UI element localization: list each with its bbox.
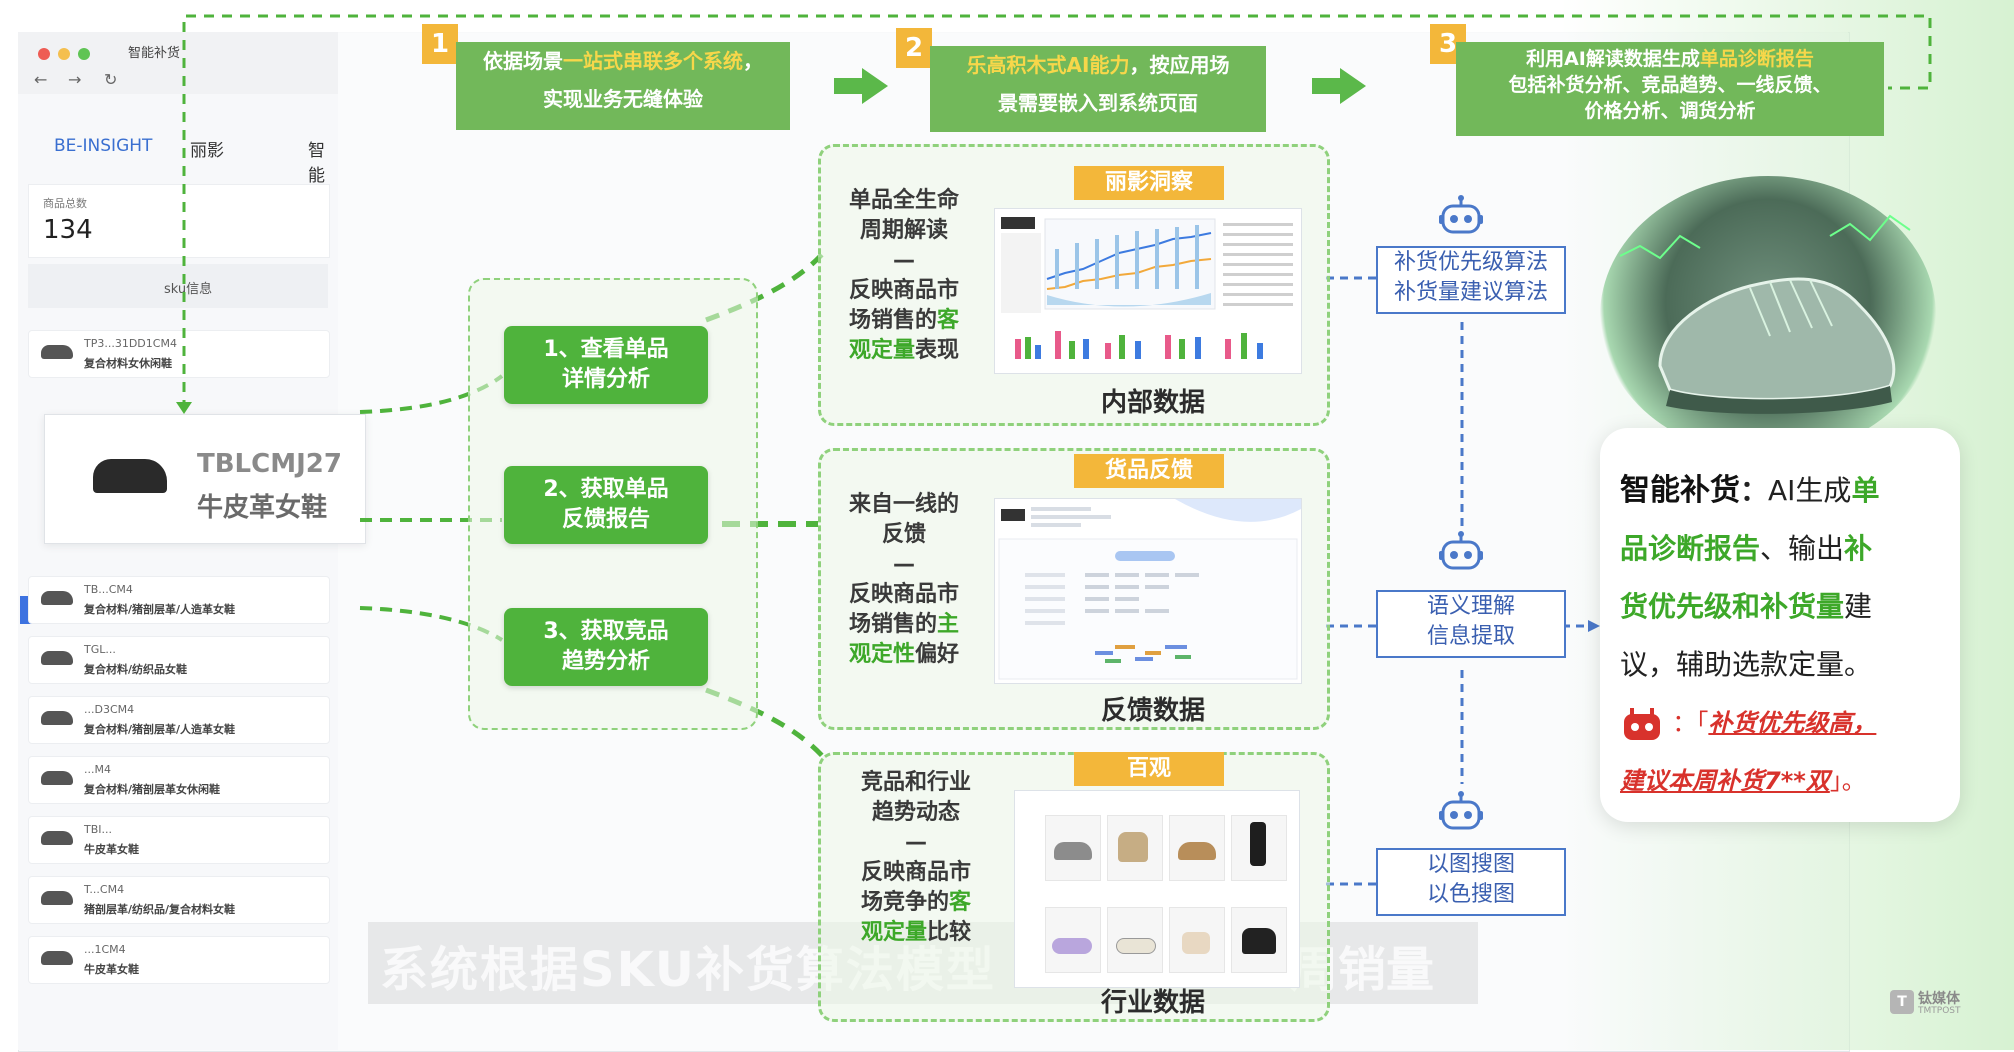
shoe-icon [41, 831, 73, 845]
product-card [1231, 907, 1287, 973]
shoe-icon [41, 591, 73, 605]
ai-bot-red-icon [1620, 704, 1664, 744]
industry-data-thumbnail [1014, 790, 1300, 988]
sku-row[interactable]: TGL...复合材料/纺织品女鞋 [28, 636, 330, 684]
back-arrow-icon[interactable]: ← [34, 70, 48, 89]
tag-liying-insight: 丽影洞察 [1074, 166, 1224, 200]
total-card: 商品总数 134 [28, 184, 330, 258]
smart-replenish-result-card [1600, 428, 1960, 822]
product-card [1169, 815, 1225, 881]
minimize-dot-icon[interactable] [58, 48, 70, 60]
caption-industry-data: 行业数据 [1100, 988, 1205, 1018]
industry-data-desc: 竞品和行业 趋势动态 — 反映商品市 场竞争的客 观定量比较 [860, 770, 972, 945]
caption-internal-data: 内部数据 [1100, 388, 1205, 418]
watermark-subtext: TMTPOST [1918, 1006, 1961, 1016]
brand-logo: BE-INSIGHT [54, 136, 153, 156]
step-arrow [1312, 78, 1342, 94]
right-arrow-icon [1340, 68, 1366, 104]
brand-sub: 丽影 [190, 141, 224, 161]
close-dot-icon[interactable] [38, 48, 50, 60]
step-2-number: 2 [896, 28, 932, 68]
step-1-number: 1 [422, 24, 458, 64]
browser-tab-title[interactable]: 智能补货 [128, 46, 181, 61]
caption-feedback-data: 反馈数据 [1100, 696, 1205, 726]
shoe-icon [41, 711, 73, 725]
replenish-algorithm-box: 补货优先级算法补货量建议算法 [1376, 246, 1566, 314]
task-view-detail-button[interactable]: 1、查看单品详情分析 [504, 326, 708, 404]
semantic-algorithm-box: 语义理解信息提取 [1376, 590, 1566, 658]
reload-icon[interactable]: ↻ [104, 70, 118, 89]
forward-arrow-icon[interactable]: → [68, 70, 82, 89]
sneaker-icon [1619, 214, 1911, 414]
tmtpost-logo-icon: T [1890, 990, 1914, 1014]
shoe-icon [41, 345, 73, 359]
tag-baiguan: 百观 [1074, 752, 1224, 786]
step-1-box: 依据场景一站式串联多个系统， 实现业务无缝体验 [456, 42, 790, 130]
right-arrow-icon [1588, 620, 1600, 632]
down-arrow-icon [176, 402, 192, 414]
internal-data-desc: 单品全生命 周期解读 — 反映商品市 场销售的客 观定量表现 [848, 188, 960, 363]
product-card [1231, 815, 1287, 881]
shoe-icon [41, 771, 73, 785]
tag-goods-feedback: 货品反馈 [1074, 454, 1224, 488]
feedback-data-desc: 来自一线的 反馈 — 反映商品市 场销售的主 观定性偏好 [848, 492, 960, 667]
featured-sku-card[interactable]: TBLCMJ27 牛皮革女鞋 [44, 414, 366, 544]
shoe-icon [41, 651, 73, 665]
ai-shoe-illustration [1600, 176, 1936, 456]
step-arrow [834, 78, 864, 94]
result-text: 智能补货：AI生成单 品诊断报告、输出补 货优先级和补货量建 议，辅助选款定量。… [1620, 473, 1880, 795]
total-label: 商品总数 [43, 197, 87, 210]
featured-code: TBLCMJ27 [197, 449, 342, 479]
browser-tab-bar: 智能补货 ← → ↻ [18, 32, 338, 95]
right-arrow-icon [862, 68, 888, 104]
watermark-text: 钛媒体 [1918, 991, 1960, 1007]
feedback-page-thumbnail [998, 499, 1301, 680]
feedback-data-thumbnail [994, 498, 1302, 684]
total-value: 134 [43, 215, 93, 245]
product-card [1045, 815, 1101, 881]
shoe-icon [41, 951, 73, 965]
shoe-icon [41, 891, 73, 905]
robot-icon [1439, 791, 1483, 830]
image-search-algorithm-box: 以图搜图以色搜图 [1376, 848, 1566, 916]
robot-icon [1439, 195, 1483, 234]
product-card [1169, 907, 1225, 973]
task-feedback-report-button[interactable]: 2、获取单品反馈报告 [504, 466, 708, 544]
dashboard-chart-thumbnail [1001, 217, 1293, 359]
shoe-icon [93, 459, 167, 493]
sku-header: sku信息 [28, 264, 328, 308]
step-2-box: 乐高积木式AI能力，按应用场 景需要嵌入到系统页面 [930, 46, 1266, 132]
maximize-dot-icon[interactable] [78, 48, 90, 60]
robot-icon [1439, 531, 1483, 570]
product-card [1045, 907, 1101, 973]
step-3-box: 利用AI解读数据生成单品诊断报告 包括补货分析、竞品趋势、一线反馈、 价格分析、… [1456, 42, 1884, 136]
internal-data-thumbnail [994, 208, 1302, 374]
result-title: 智能补货 [1620, 473, 1740, 508]
task-competitor-trend-button[interactable]: 3、获取竞品趋势分析 [504, 608, 708, 686]
product-card [1107, 907, 1163, 973]
sku-row[interactable]: TBI...牛皮革女鞋 [28, 816, 330, 864]
product-card [1107, 815, 1163, 881]
featured-name: 牛皮革女鞋 [197, 493, 328, 523]
